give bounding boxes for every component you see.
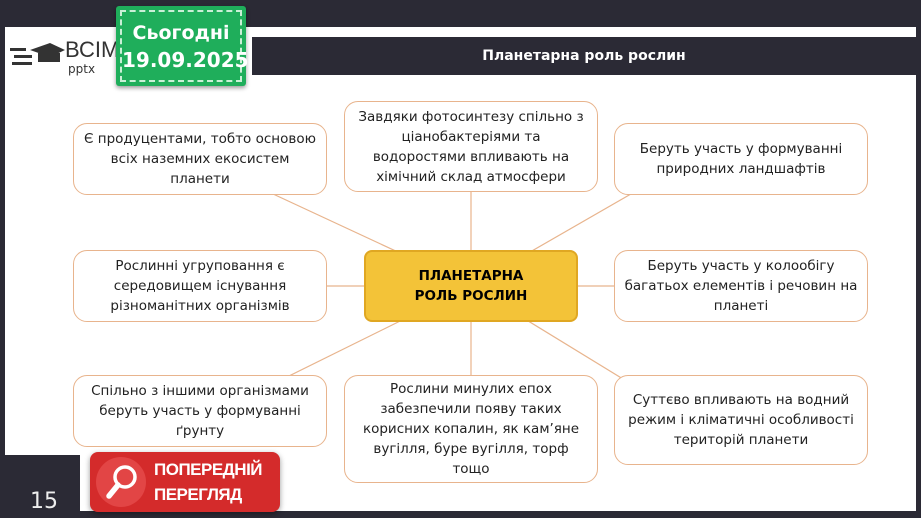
preview-line: ПЕРЕГЛЯД (154, 485, 242, 504)
preview-line: ПОПЕРЕДНІЙ (154, 460, 263, 479)
role-box: Рослинні угруповання є середовищем існув… (73, 250, 327, 322)
logo: ВСІМ pptx (10, 37, 119, 76)
role-box: Беруть участь у колообігу багатьох елеме… (614, 250, 868, 322)
logo-subtext: pptx (68, 62, 96, 76)
slide-number-panel: 15 (0, 455, 80, 518)
date-value: 19.09.2025 (122, 48, 249, 72)
center-line: ПЛАНЕТАРНА (418, 268, 524, 284)
slide-number: 15 (30, 489, 58, 514)
role-box: Беруть участь у формуванні природних лан… (614, 123, 868, 195)
center-line: РОЛЬ РОСЛИН (414, 288, 528, 304)
preview-badge[interactable]: ПОПЕРЕДНІЙ ПЕРЕГЛЯД (90, 452, 280, 512)
slide-title: Планетарна роль рослин (252, 37, 916, 75)
role-box: Рослини минулих епох забезпечили появу т… (344, 375, 598, 483)
magnifier-icon (96, 457, 146, 507)
role-box: Завдяки фотосинтезу спільно з ціанобакте… (344, 101, 598, 192)
center-topic: ПЛАНЕТАРНА РОЛЬ РОСЛИН (364, 250, 578, 322)
date-label: Сьогодні (132, 22, 230, 44)
role-box: Суттєво впливають на водний режим і клім… (614, 375, 868, 465)
graduation-cap-icon (10, 43, 65, 65)
date-badge: Сьогодні 19.09.2025 (116, 6, 249, 86)
role-box: Є продуцентами, тобто основою всіх назем… (73, 123, 327, 195)
logo-text: ВСІМ (65, 37, 120, 62)
role-box: Спільно з іншими організмами беруть учас… (73, 375, 327, 447)
